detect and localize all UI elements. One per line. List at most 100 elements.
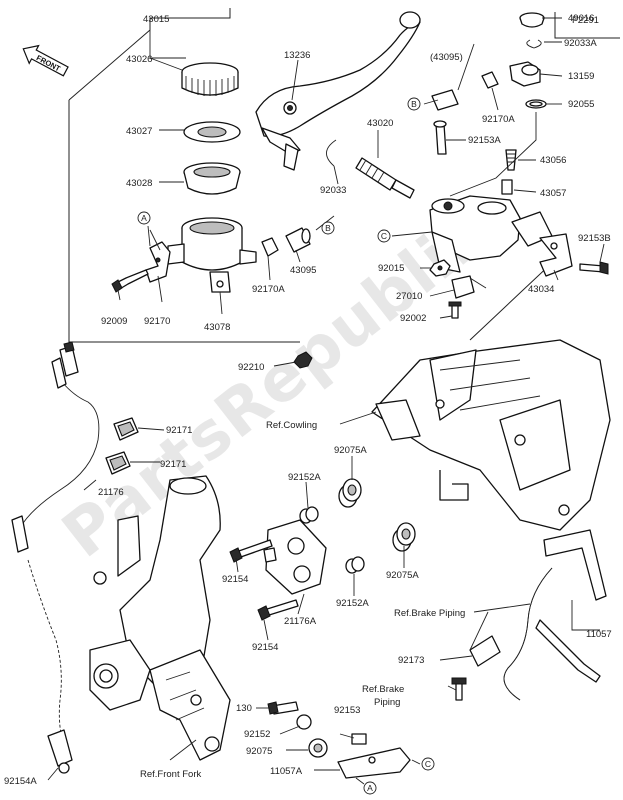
bolt-ref-brake xyxy=(451,677,467,701)
lever-13236 xyxy=(255,11,421,171)
label-11057: 11057 xyxy=(586,629,612,640)
label-92170: 92170 xyxy=(144,316,170,327)
assembly-frame xyxy=(68,8,620,343)
grommet-92075 xyxy=(308,738,328,758)
label-49016: 49016 xyxy=(568,13,594,24)
label-43095-paren: (43095) xyxy=(430,52,463,63)
label-43028: 43028 xyxy=(126,178,152,189)
ref-cowling: Ref.Cowling xyxy=(266,420,317,431)
callout-b-right: B xyxy=(407,97,421,111)
label-92075: 92075 xyxy=(246,746,272,757)
brake-caliper xyxy=(263,519,327,595)
callout-a-lower: A xyxy=(363,781,377,795)
sensor-cable-21176 xyxy=(11,341,100,741)
diagram-code: F2291 xyxy=(572,15,599,26)
svg-text:B: B xyxy=(325,223,331,233)
collar-92152a-lower xyxy=(345,556,365,574)
bleeder-43056 xyxy=(505,149,517,171)
label-92075a-upper: 92075A xyxy=(334,445,367,456)
label-92210: 92210 xyxy=(238,362,264,373)
ref-brake-piping-lower-2: Piping xyxy=(374,697,400,708)
svg-text:A: A xyxy=(367,783,373,793)
label-92170a-upper: 92170A xyxy=(482,114,515,125)
grommet-92075a-upper xyxy=(338,478,362,508)
label-43056: 43056 xyxy=(540,155,566,166)
label-43078: 43078 xyxy=(204,322,230,333)
bolt-130 xyxy=(267,701,299,715)
label-92153: 92153 xyxy=(334,705,360,716)
label-43057: 43057 xyxy=(540,188,566,199)
clamp-92173 xyxy=(469,635,501,667)
label-92171-lower: 92171 xyxy=(160,459,186,470)
frame-bracket xyxy=(371,339,611,531)
label-92002: 92002 xyxy=(400,313,426,324)
nut-92015 xyxy=(429,259,451,277)
label-92154-lower: 92154 xyxy=(252,642,278,653)
diaphragm-43028 xyxy=(183,162,241,195)
bolt-92154-lower xyxy=(257,599,299,621)
hose-43095-upper xyxy=(431,71,499,111)
label-13159: 13159 xyxy=(568,71,594,82)
grommet-92075a-lower xyxy=(392,522,416,552)
label-21176: 21176 xyxy=(98,487,124,498)
reservoir-body xyxy=(167,217,257,293)
label-92173: 92173 xyxy=(398,655,424,666)
callout-c-upper: C xyxy=(377,229,391,243)
bolt-92153a xyxy=(433,120,447,155)
label-92033: 92033 xyxy=(320,185,346,196)
bolt-92153b xyxy=(579,261,609,275)
front-arrow-icon: FRONT xyxy=(22,44,69,77)
label-92152a-upper: 92152A xyxy=(288,472,321,483)
label-13236: 13236 xyxy=(284,50,310,61)
collar-92152 xyxy=(296,714,312,730)
label-21176a: 21176A xyxy=(284,616,317,627)
circlip-92033a xyxy=(526,39,542,49)
grommet-92171-upper xyxy=(113,417,139,441)
reservoir-plate-43027 xyxy=(183,121,241,143)
bolt-92153 xyxy=(351,733,367,745)
cap-49016 xyxy=(519,12,545,28)
circlip-92033 xyxy=(326,139,337,167)
reservoir-cap-43026 xyxy=(181,62,239,96)
label-92075a-lower: 92075A xyxy=(386,570,419,581)
label-92154-upper: 92154 xyxy=(222,574,248,585)
label-130: 130 xyxy=(236,703,252,714)
svg-text:B: B xyxy=(411,99,417,109)
label-27010: 27010 xyxy=(396,291,422,302)
front-fork xyxy=(89,475,231,761)
part-labels: 43015 43026 43027 43028 92009 92170 4307… xyxy=(4,13,612,787)
ref-front-fork: Ref.Front Fork xyxy=(140,769,201,780)
piston-assembly-43020 xyxy=(355,157,415,199)
svg-text:C: C xyxy=(425,759,431,769)
label-92009: 92009 xyxy=(101,316,127,327)
callout-b-left: B xyxy=(321,221,335,235)
wheel-sensor xyxy=(47,729,73,774)
collar-92152a-upper xyxy=(299,506,319,524)
label-43095-lower: 43095 xyxy=(290,265,316,276)
label-92055: 92055 xyxy=(568,99,594,110)
label-92153a: 92153A xyxy=(468,135,501,146)
svg-text:A: A xyxy=(141,213,147,223)
label-92154a: 92154A xyxy=(4,776,37,787)
ref-brake-piping-lower-1: Ref.Brake xyxy=(362,684,404,695)
label-92153b: 92153B xyxy=(578,233,611,244)
cap-43057 xyxy=(501,179,513,195)
ref-brake-piping-right: Ref.Brake Piping xyxy=(394,608,465,619)
label-92171-upper: 92171 xyxy=(166,425,192,436)
label-43020: 43020 xyxy=(367,118,393,129)
bracket-11057a xyxy=(337,747,411,779)
brake-piping xyxy=(503,529,607,701)
label-43027: 43027 xyxy=(126,126,152,137)
bracket-92170 xyxy=(145,241,171,283)
grommet-92171-lower xyxy=(105,451,131,475)
label-11057a: 11057A xyxy=(270,766,303,777)
label-43034: 43034 xyxy=(528,284,554,295)
svg-text:C: C xyxy=(381,231,387,241)
label-92170a-lower: 92170A xyxy=(252,284,285,295)
hose-joint-13159 xyxy=(509,61,541,87)
bolt-92154-upper xyxy=(229,539,273,563)
label-92015: 92015 xyxy=(378,263,404,274)
screw-92002 xyxy=(448,301,462,319)
label-92152: 92152 xyxy=(244,729,270,740)
